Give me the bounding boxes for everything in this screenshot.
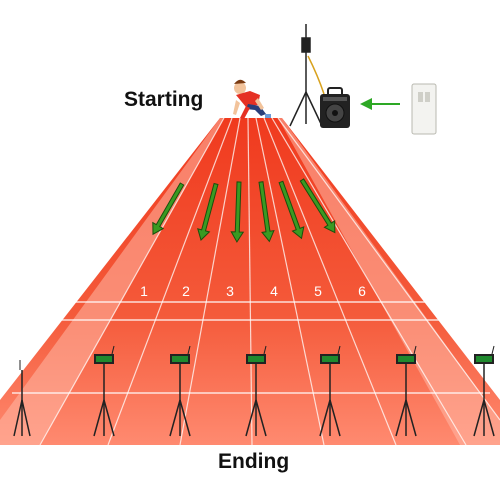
lane-number-3: 3	[226, 283, 234, 299]
speaker-icon	[320, 87, 350, 128]
timer-display-icon	[245, 345, 267, 437]
direction-arrows	[152, 178, 336, 243]
lane-number-2: 2	[182, 283, 190, 299]
lane-number-1: 1	[140, 283, 148, 299]
finish-timers	[13, 345, 495, 437]
timer-display-icon	[169, 345, 191, 437]
green-arrow-icon	[360, 98, 400, 110]
green-arrow-icon	[299, 178, 336, 234]
green-arrow-icon	[230, 181, 245, 243]
timer-display-icon	[13, 360, 31, 437]
track-right-edge	[278, 118, 500, 445]
green-arrow-icon	[152, 182, 185, 236]
antenna-tripod-icon	[289, 24, 325, 127]
timer-display-icon	[319, 345, 341, 437]
track-cross-lines	[12, 301, 490, 394]
remote-control-icon	[411, 83, 437, 135]
runner-icon	[233, 79, 271, 119]
starting-label: Starting	[124, 88, 204, 111]
timer-display-icon	[93, 345, 115, 437]
lane-number-6: 6	[358, 283, 366, 299]
lane-number-4: 4	[270, 283, 278, 299]
ending-label: Ending	[218, 450, 290, 473]
green-arrow-icon	[278, 180, 305, 240]
timer-display-icon	[473, 345, 495, 437]
green-arrow-icon	[197, 182, 219, 241]
timer-display-icon	[395, 345, 417, 437]
lane-lines	[39, 117, 500, 446]
track-left-edge	[0, 118, 224, 445]
lane-numbers: 1 2 3 4 5 6	[140, 283, 366, 299]
lane-number-5: 5	[314, 283, 322, 299]
green-arrow-icon	[258, 181, 275, 243]
